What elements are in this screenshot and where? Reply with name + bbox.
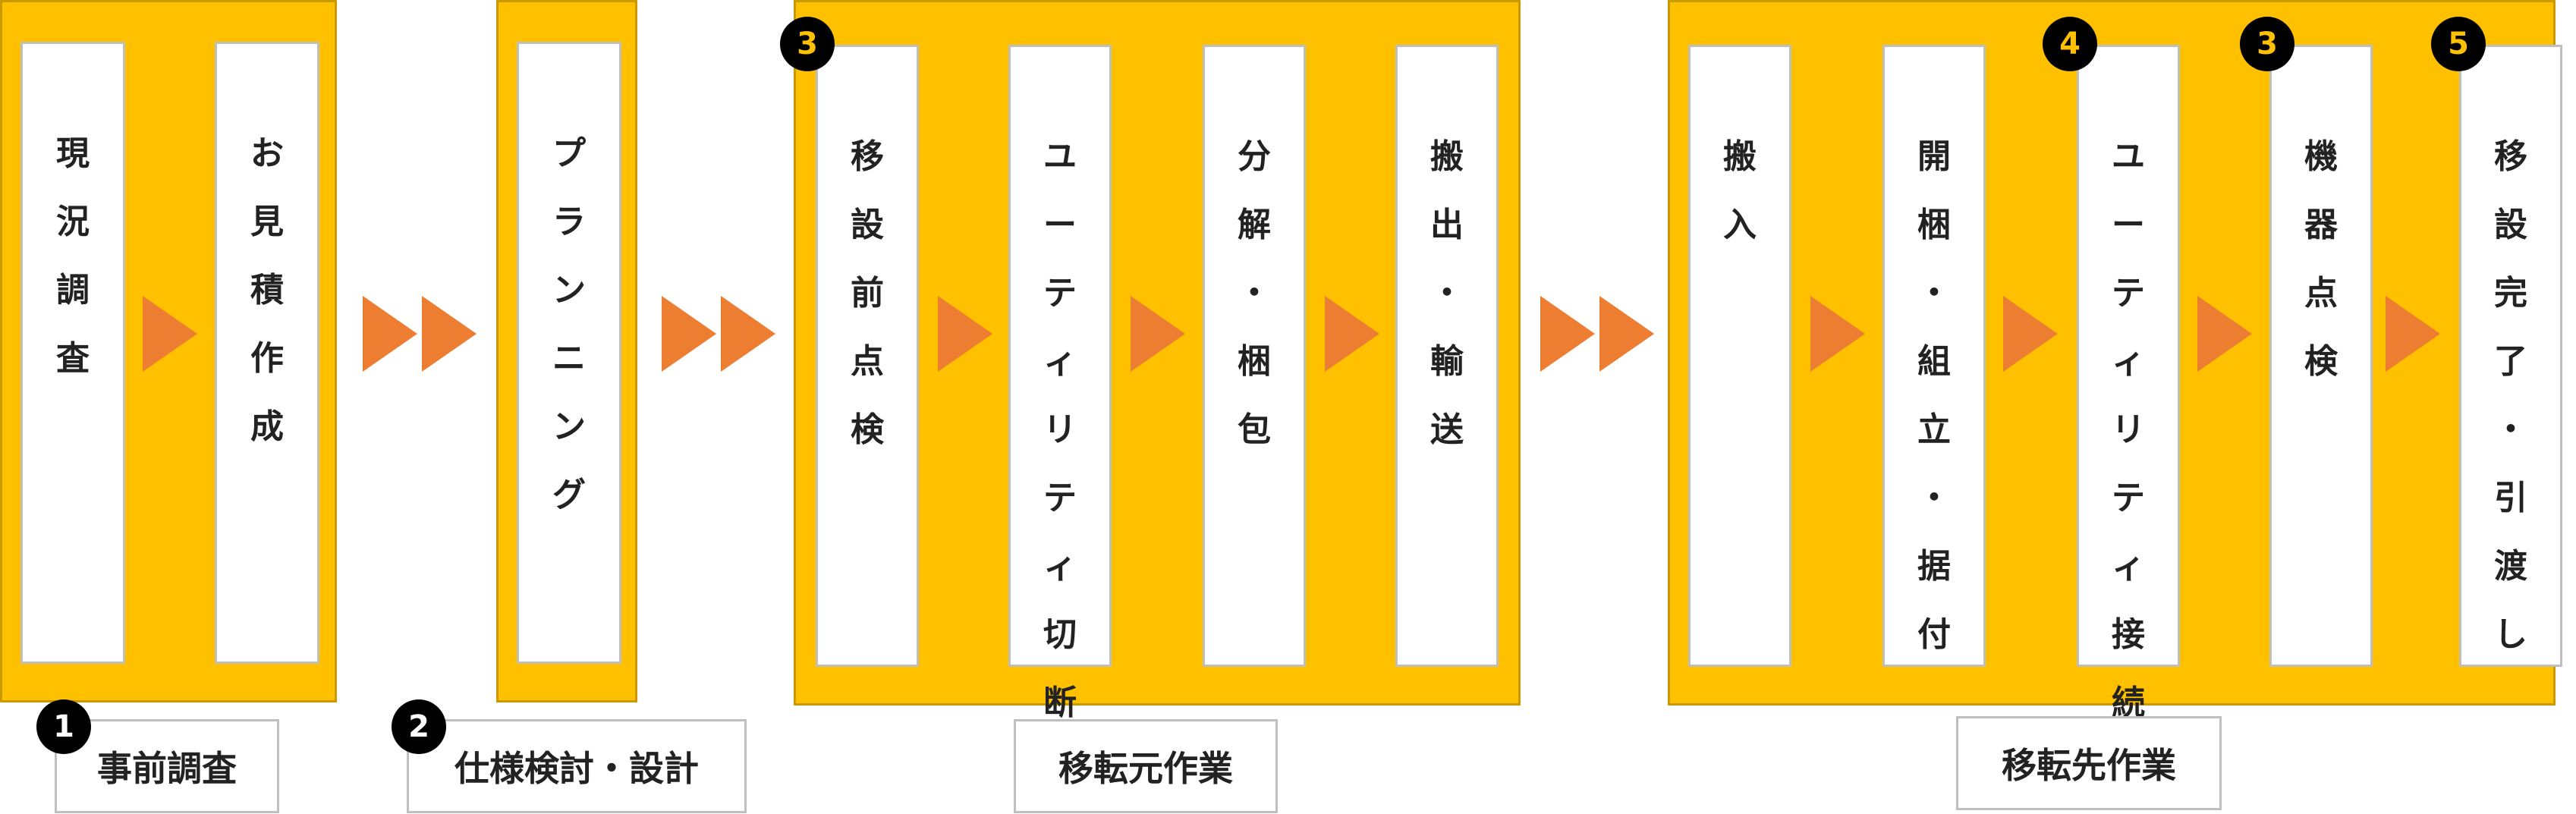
step-utility-disconnect: ユ ー テ ィ リ テ ィ 切 断 [1008,45,1112,722]
phase-badge: 2 [392,699,446,754]
step-badge: 4 [2043,17,2097,71]
phase-preliminary-survey: 現 況 調 査 お 見 積 作 成 [0,0,337,702]
step-site-survey: 現 況 調 査 [20,42,125,664]
step-text: ユ ー テ ィ リ テ ィ 切 断 [1043,137,1077,722]
step-text: 搬 出 ・ 輸 送 [1430,137,1464,449]
phase-arrow [662,296,716,372]
step-arrow [143,296,197,372]
step-text: 機 器 点 検 [2304,137,2338,381]
step-arrow [2197,296,2252,372]
step-equipment-inspection: 機 器 点 検 [2269,45,2373,667]
phase-badge: 1 [36,699,91,754]
phase-arrow [363,296,417,372]
step-arrow [1325,296,1379,372]
step-text: 現 況 調 査 [56,134,90,378]
phase-arrow [1599,296,1654,372]
phase-destination-work: 搬 入 開 梱 ・ 組 立 ・ 据 付 ユ ー テ ィ リ テ ィ 接 続 [1668,0,2562,722]
step-planning: プ ラ ン ニ ン グ [517,42,621,664]
step-badge: 5 [2431,17,2486,71]
step-badge: 3 [780,17,835,71]
phase-arrow [1540,296,1595,372]
step-disassembly-packing: 分 解 ・ 梱 包 [1203,45,1306,667]
step-arrow [1131,296,1185,372]
step-text: 搬 入 [1723,137,1757,244]
step-text: 開 梱 ・ 組 立 ・ 据 付 [1917,137,1951,654]
step-text: お 見 積 作 成 [250,134,284,446]
phase-label-destination-work: 移転先作業 [1956,716,2222,810]
step-text: プ ラ ン ニ ン グ [552,134,586,514]
step-badge: 3 [2240,17,2294,71]
step-completion-handover: 移 設 完 了 ・ 引 渡 し [2459,45,2562,667]
step-pre-relocation-inspection: 移 設 前 点 検 [816,45,919,667]
phase-label-spec-design: 仕様検討・設計 [407,719,747,813]
phase-label-preliminary-survey: 事前調査 [55,719,279,813]
step-arrow [2386,296,2440,372]
step-estimate: お 見 積 作 成 [215,42,319,664]
step-unpack-assemble-install: 開 梱 ・ 組 立 ・ 据 付 [1882,45,1986,667]
step-text: 分 解 ・ 梱 包 [1238,137,1271,449]
step-arrow [2003,296,2058,372]
step-arrow [938,296,992,372]
step-text: 移 設 完 了 ・ 引 渡 し [2494,137,2527,654]
step-arrow [1810,296,1865,372]
step-text: ユ ー テ ィ リ テ ィ 接 続 [2112,137,2145,722]
phase-label-origin-work: 移転元作業 [1014,719,1278,813]
phase-arrow [721,296,775,372]
step-utility-connect: ユ ー テ ィ リ テ ィ 接 続 [2077,45,2180,722]
phase-arrow [422,296,477,372]
phase-origin-work: 移 設 前 点 検 ユ ー テ ィ リ テ ィ 切 断 分 解 ・ 梱 包 [794,0,1521,722]
step-carry-out-transport: 搬 出 ・ 輸 送 [1395,45,1499,667]
phase-spec-design: プ ラ ン ニ ン グ [496,0,637,702]
step-text: 移 設 前 点 検 [851,137,884,449]
step-carry-in: 搬 入 [1688,45,1791,667]
